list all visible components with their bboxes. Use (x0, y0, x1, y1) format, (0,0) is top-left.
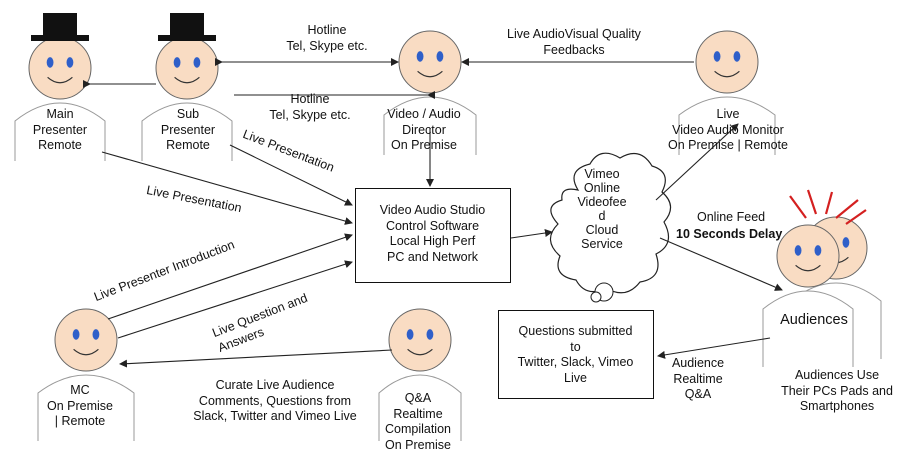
sub-presenter-figure-hat-brim (158, 35, 216, 41)
qa-compiler-figure-right-eye (426, 329, 434, 340)
cloud-shape (549, 152, 672, 294)
main-presenter-figure-hat-brim (31, 35, 89, 41)
main-presenter-figure-smile (47, 76, 73, 84)
delay-label: 10 Seconds Delay (676, 227, 783, 241)
hair-strand-5 (845, 209, 867, 225)
audience-back-figure-right-eye (842, 237, 850, 248)
mc-figure-head (54, 308, 118, 372)
audiences-to-questions-arrow (657, 337, 771, 359)
sub-presenter-figure-left-eye (173, 57, 181, 68)
director-figure-left-eye (416, 51, 424, 62)
main-presenter-figure-left-eye (46, 57, 54, 68)
mc-figure-smile (73, 348, 99, 356)
main-to-studio-arrow (101, 151, 353, 225)
hair-strand-2 (806, 189, 818, 215)
cloud-to-monitor-arrow (655, 123, 739, 201)
main-presenter-figure-right-eye (66, 57, 74, 68)
sub-presenter-figure-smile (174, 76, 200, 84)
audience-front-figure-body (762, 290, 854, 367)
mc-figure-body (37, 374, 135, 441)
monitor-figure-left-eye (713, 51, 721, 62)
mc-intro-arrow (107, 233, 353, 320)
hair-strand-1 (789, 195, 807, 219)
hair-strand-4 (835, 199, 859, 219)
qa-compiler-figure-left-eye (406, 329, 414, 340)
audience-front-figure-smile (795, 264, 821, 272)
qa-compiler-figure-smile (407, 348, 433, 356)
monitor-figure-smile (714, 70, 740, 78)
qa-compiler-figure-head (388, 308, 452, 372)
mc-qa-arrow (117, 260, 353, 339)
mc-figure-left-eye (72, 329, 80, 340)
main-presenter-figure-hat-crown (43, 13, 77, 39)
cloud-bubble-2 (590, 291, 602, 303)
sub-presenter-figure-head (155, 36, 219, 100)
cloud-to-audiences-arrow (659, 237, 783, 291)
monitor-figure-head (695, 30, 759, 94)
hair-strand-3 (824, 191, 834, 215)
audiences-label: Audiences (780, 312, 848, 328)
sub-presenter-figure-body (141, 102, 233, 161)
qa-to-mc-arrow (119, 349, 393, 368)
audience-front-figure-left-eye (794, 245, 802, 256)
main-presenter-figure-head (28, 36, 92, 100)
sub-to-studio-arrow (229, 144, 353, 206)
sub-presenter-figure-right-eye (193, 57, 201, 68)
main-presenter-figure-body (14, 102, 106, 161)
sub-presenter-figure-hat-crown (170, 13, 204, 39)
monitor-figure-right-eye (733, 51, 741, 62)
monitor-figure-body (678, 96, 776, 155)
director-figure-head (398, 30, 462, 94)
director-figure-right-eye (436, 51, 444, 62)
qa-compiler-figure-body (378, 374, 462, 441)
audience-front-figure-right-eye (814, 245, 822, 256)
studio-to-cloud-arrow (510, 229, 553, 239)
online-feed-label: Online Feed (697, 210, 766, 224)
audience-front-figure-head (776, 224, 840, 288)
director-figure-smile (417, 70, 443, 78)
mc-figure-right-eye (92, 329, 100, 340)
